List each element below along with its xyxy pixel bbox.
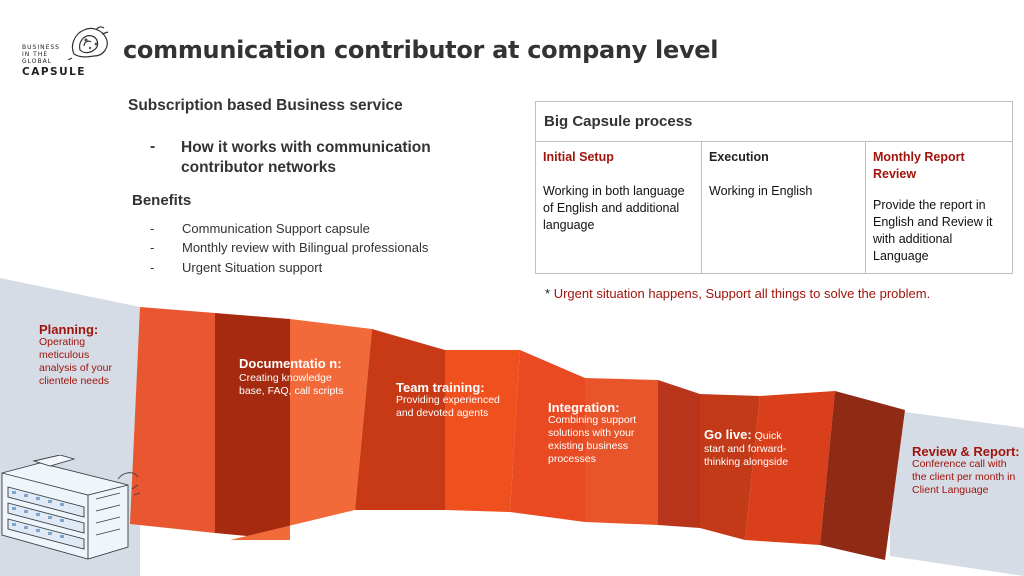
process-column-initial-setup: Initial Setup Working in both language o… [535,141,702,274]
subscription-title: Subscription based Business service [128,97,403,114]
phase-desc: Working in both language of English and … [543,184,685,232]
phase-desc: Provide the report in English and Review… [873,198,993,263]
ribbon-segment [745,391,835,545]
benefit-label: Communication Support capsule [182,221,370,236]
how-it-works-dash: - [150,138,156,155]
ribbon-segment [130,307,215,533]
step-title: Team training: [396,380,485,395]
ribbon-segment [510,350,585,522]
phase-desc: Working in English [709,184,813,198]
how-it-works-text: How it works with communication contribu… [181,139,431,176]
benefit-label: Urgent Situation support [182,260,323,275]
page-title: communication contributor at company lev… [123,36,719,64]
server-rack-sketch-icon [1,455,141,560]
ribbon-segment [820,391,905,560]
urgent-note: * Urgent situation happens, Support all … [545,286,930,301]
step-desc: Combining support solutions with your ex… [548,414,637,465]
ribbon-segment [658,380,700,528]
ribbon-segment [700,394,760,540]
process-table: Big Capsule process Initial Setup Workin… [535,101,1013,274]
step-title: Documentatio n: [239,356,342,371]
ribbon-segment [230,319,372,540]
step-documentation: Documentatio n: Creating knowledge base,… [239,357,351,398]
ribbon-segment [445,350,520,512]
step-team-training: Team training: Providing experienced and… [396,381,514,420]
step-desc: Conference call with the client per mont… [912,458,1016,496]
logo-line-4: CAPSULE [22,66,86,78]
benefit-item: -Urgent Situation support [150,260,323,275]
phase-title: Monthly Report Review [873,150,965,181]
phase-title: Initial Setup [543,150,614,164]
note-star: * [545,286,551,301]
step-title: Review & Report: [912,444,1020,459]
step-planning: Planning: Operating meticulous analysis … [39,323,119,388]
company-logo: BUSINESS IN THE GLOBAL CAPSULE [20,24,110,78]
step-title: Planning: [39,322,99,337]
benefits-title: Benefits [132,192,192,209]
ribbon-segment [355,329,445,510]
logo-line-3: GLOBAL [22,58,53,65]
benefit-label: Monthly review with Bilingual profession… [182,240,429,255]
benefit-item: -Monthly review with Bilingual professio… [150,240,429,255]
step-review-report: Review & Report: Conference call with th… [912,445,1020,497]
logo-line-2: IN THE [22,51,49,58]
capsule-logo-icon [67,26,109,60]
logo-line-1: BUSINESS [22,44,60,51]
step-desc: Creating knowledge base, FAQ, call scrip… [239,372,344,397]
ribbon-segment [215,313,290,540]
step-desc: Providing experienced and devoted agents [396,394,500,419]
step-title: Integration: [548,400,620,415]
note-text: Urgent situation happens, Support all th… [553,286,931,301]
benefit-item: -Communication Support capsule [150,221,370,236]
process-column-monthly-review: Monthly Report Review Provide the report… [865,141,1013,274]
step-integration: Integration: Combining support solutions… [548,401,648,466]
step-title: Go live: [704,427,752,442]
phase-title: Execution [709,150,769,164]
process-column-execution: Execution Working in English [701,141,866,274]
step-go-live: Go live: Quick start and forward-thinkin… [704,428,794,469]
step-desc: Quick start and forward-thinking alongsi… [704,430,789,468]
ribbon-segment [585,378,658,525]
step-desc: Operating meticulous analysis of your cl… [39,336,112,387]
band-right-gray [890,410,1024,576]
